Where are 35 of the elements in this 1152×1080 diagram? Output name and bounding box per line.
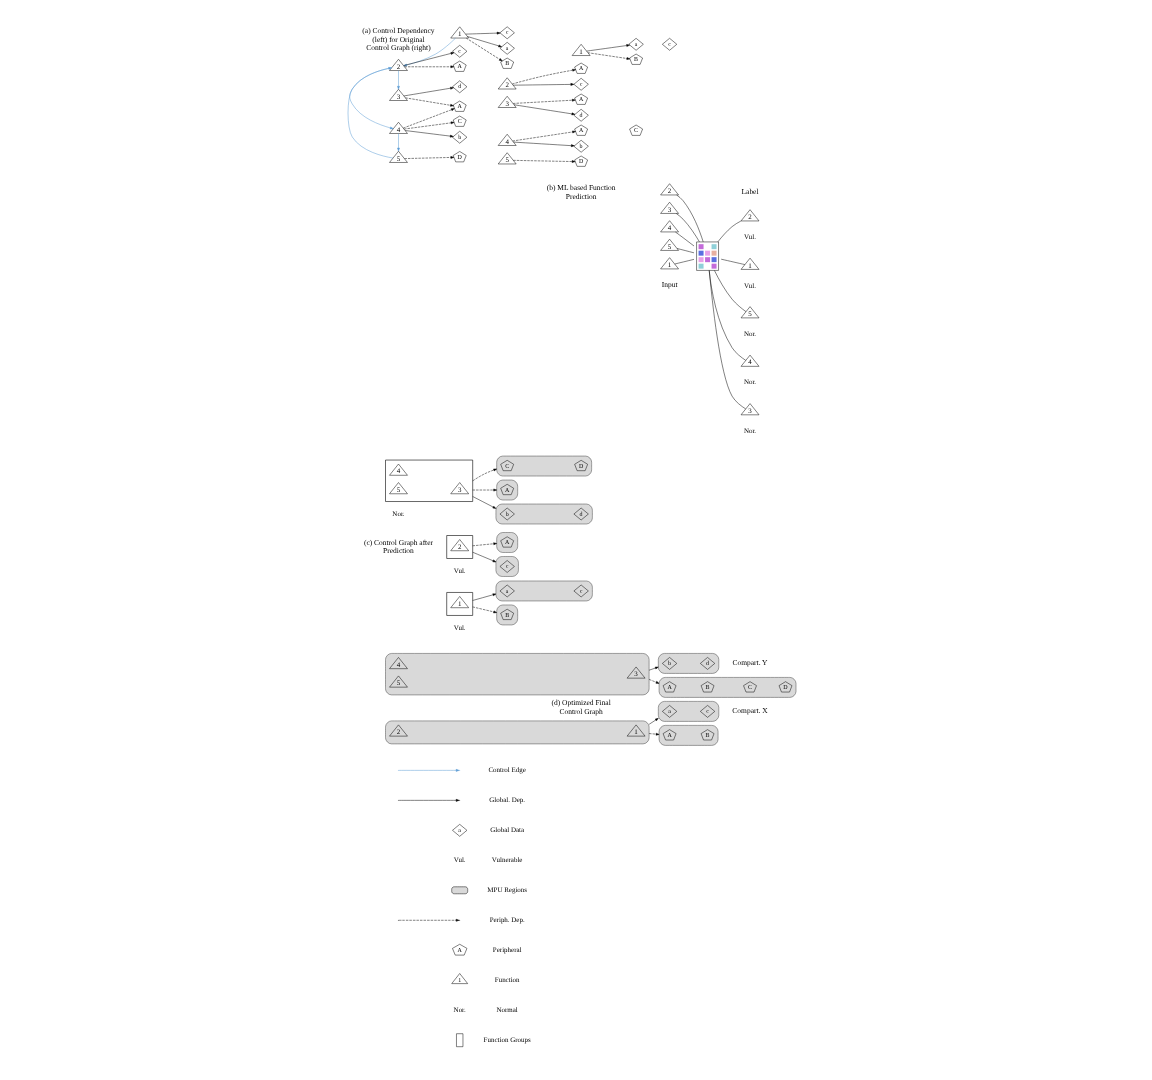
connector	[708, 270, 746, 361]
arrow	[404, 130, 454, 138]
arrow	[512, 68, 576, 85]
arrow	[349, 67, 394, 130]
arrow	[472, 468, 497, 482]
arrow	[472, 488, 497, 492]
arrow	[648, 679, 660, 684]
connector	[709, 270, 746, 410]
arrow	[403, 108, 455, 129]
arrow	[513, 160, 576, 163]
arrow	[466, 37, 503, 62]
arrow	[513, 104, 576, 116]
arrow	[648, 718, 659, 725]
arrow	[472, 542, 497, 547]
arrow	[512, 130, 576, 142]
arrow	[587, 52, 631, 60]
arrow	[648, 666, 659, 671]
arrow	[512, 83, 575, 86]
arrow	[472, 496, 497, 509]
arrow	[513, 141, 575, 147]
arrow	[404, 156, 455, 159]
arrow	[467, 36, 502, 48]
arrow	[403, 86, 454, 97]
arrow	[512, 98, 576, 104]
arrow	[347, 67, 394, 159]
arrow	[397, 133, 400, 152]
arrow	[403, 121, 455, 130]
arrow	[405, 97, 454, 107]
arrow	[586, 44, 630, 52]
arrow	[472, 552, 497, 563]
arrow	[472, 593, 497, 601]
arrow	[648, 732, 660, 736]
arrow	[397, 70, 400, 90]
arrow	[472, 606, 497, 614]
arrow	[465, 31, 501, 35]
